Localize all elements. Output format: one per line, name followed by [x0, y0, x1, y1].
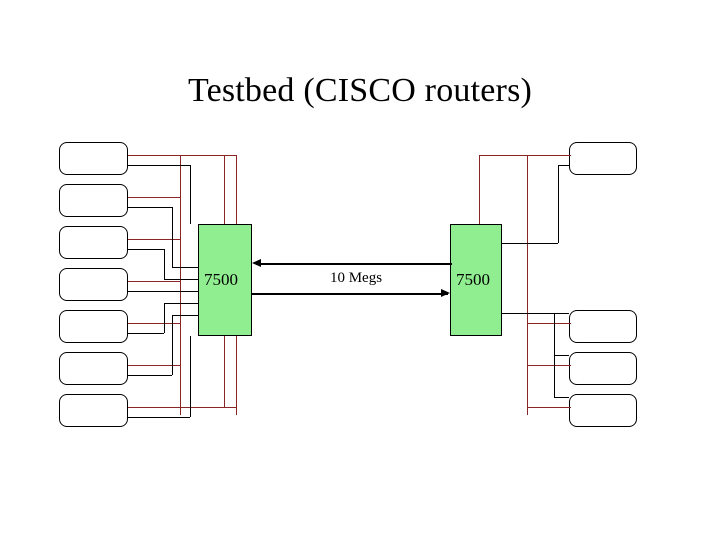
- bus-drop-router-left-bottom: [224, 336, 226, 407]
- wire-right-2-h: [502, 313, 569, 315]
- bus-stub-left-1: [128, 155, 236, 157]
- host-box-right-4[interactable]: [569, 394, 637, 427]
- link-arrow-line-bottom: [252, 293, 448, 295]
- host-box-left-5[interactable]: [59, 310, 128, 343]
- wire-left-6-h2: [172, 315, 198, 317]
- bus-stub-left-6: [128, 365, 180, 367]
- wire-left-5-h: [128, 333, 164, 335]
- bus-stub-left-3: [128, 239, 180, 241]
- wire-left-7-h: [128, 417, 190, 419]
- host-box-left-6[interactable]: [59, 352, 128, 385]
- link-arrowhead-right: [441, 289, 450, 297]
- wire-left-7-v: [190, 336, 192, 417]
- bus-segment-left-vertical: [180, 155, 182, 415]
- host-box-left-1[interactable]: [59, 142, 128, 175]
- wire-left-2-h: [128, 207, 172, 209]
- wire-left-5-v: [164, 303, 166, 333]
- bus-drop-router-right-top: [479, 155, 481, 224]
- page-title: Testbed (CISCO routers): [187, 72, 533, 109]
- wire-left-1-v: [190, 165, 192, 224]
- wire-right-1-h: [502, 243, 558, 245]
- bus-drop-router-right-bottom: [527, 336, 529, 407]
- router-right-label: 7500: [456, 270, 490, 289]
- bus-drop-router-left-top: [224, 155, 226, 224]
- router-left[interactable]: 7500: [198, 224, 252, 336]
- wire-left-3-v: [164, 249, 166, 279]
- host-box-left-4[interactable]: [59, 268, 128, 301]
- host-box-right-3[interactable]: [569, 352, 637, 385]
- bus-stub-right-4: [527, 407, 571, 409]
- bus-stub-left-7: [128, 407, 236, 409]
- wire-right-3-h: [554, 355, 569, 357]
- wire-right-1-v: [558, 165, 560, 243]
- link-arrow-line-top: [256, 263, 452, 265]
- wire-right-1-h2: [558, 165, 569, 167]
- wire-left-5-h2: [164, 303, 198, 305]
- link-bandwidth-label: 10 Megs: [329, 270, 383, 286]
- wire-right-4-v: [554, 313, 556, 397]
- wire-left-6-h: [128, 375, 172, 377]
- wire-left-4-h: [128, 291, 198, 293]
- wire-left-3-h2: [164, 279, 198, 281]
- link-arrowhead-left: [252, 259, 261, 267]
- wire-left-2-v: [172, 207, 174, 267]
- host-box-right-2[interactable]: [569, 310, 637, 343]
- router-right[interactable]: 7500: [450, 224, 502, 336]
- wire-left-6-v: [172, 315, 174, 375]
- bus-stub-right-3: [527, 365, 571, 367]
- router-left-label: 7500: [204, 270, 238, 289]
- host-box-right-1[interactable]: [569, 142, 637, 175]
- wire-left-3-h: [128, 249, 164, 251]
- bus-stub-left-2: [128, 197, 180, 199]
- bus-stub-right-1: [479, 155, 571, 157]
- wire-left-2-h2: [172, 267, 198, 269]
- bus-stub-left-4: [128, 281, 180, 283]
- host-box-left-7[interactable]: [59, 394, 128, 427]
- wire-left-1-h: [128, 165, 190, 167]
- wire-right-4-h: [554, 397, 569, 399]
- host-box-left-2[interactable]: [59, 184, 128, 217]
- bus-stub-right-2: [527, 323, 571, 325]
- bus-segment-right-vertical: [527, 155, 529, 415]
- bus-stub-left-5: [128, 323, 180, 325]
- host-box-left-3[interactable]: [59, 226, 128, 259]
